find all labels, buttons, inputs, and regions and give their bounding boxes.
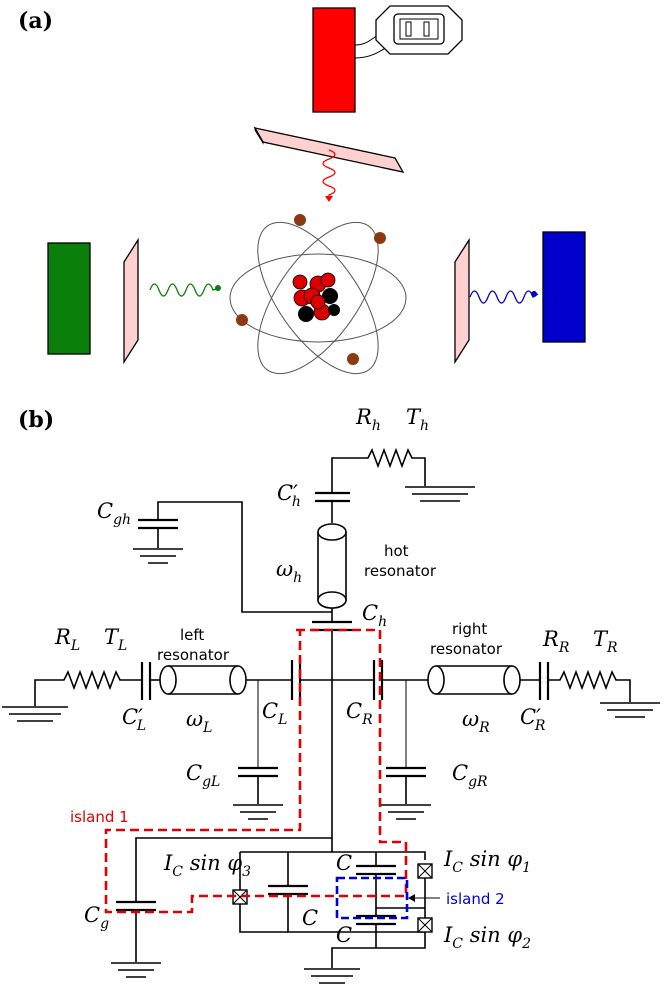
hot-resonator-cylinder — [317, 523, 347, 609]
right-resonator-cylinder — [427, 665, 521, 695]
R-L-label: RL — [54, 625, 80, 654]
right-resonator-label-2: resonator — [430, 640, 503, 658]
I-C-sin-phi2-label: IC sin φ2 — [443, 923, 531, 952]
C-g-label: Cg — [84, 903, 109, 932]
right-bath-block — [542, 231, 586, 343]
C-gL-ground — [233, 804, 283, 820]
hot-bath-block — [312, 7, 356, 113]
C-gh-wire — [157, 501, 332, 613]
panel-a-label: (a) — [18, 8, 53, 34]
panel-b-label: (b) — [18, 407, 54, 433]
R-h-label: Rh — [355, 405, 381, 434]
left-bath-block — [47, 242, 91, 355]
power-outlet-icon — [354, 5, 463, 59]
C-g-ground — [111, 962, 161, 978]
omega-h-label: ωh — [276, 557, 302, 586]
C-h-prime-label: C′h — [277, 481, 301, 510]
right-filter-plate — [454, 237, 470, 365]
T-h-label: Th — [406, 405, 429, 434]
right-resonator-label-1: right — [452, 620, 487, 638]
C-gh-label: Cgh — [97, 499, 131, 528]
left-resonator-cylinder — [159, 665, 247, 695]
circuit-ground — [304, 968, 360, 984]
left-resonator-label-1: left — [180, 626, 204, 644]
hot-resonator-label-1: hot — [384, 542, 409, 560]
I-C-sin-phi3-label: IC sin φ3 — [163, 851, 251, 880]
C-mid-label: C — [302, 906, 318, 930]
island-1-label: island 1 — [70, 808, 129, 826]
C-R-prime-label: C′R — [520, 705, 546, 734]
C-gR-ground — [381, 804, 431, 820]
I-C-sin-phi1-label: IC sin φ1 — [443, 847, 531, 876]
right-photon-wave — [469, 290, 539, 304]
C-g-wire — [135, 837, 332, 902]
left-ground — [2, 706, 68, 722]
C-bot-label: C — [336, 923, 352, 947]
C-L-prime-label: C′L — [122, 705, 146, 734]
left-resonator-label-2: resonator — [157, 646, 230, 664]
T-R-label: TR — [593, 627, 618, 656]
hot-resistor — [331, 447, 426, 493]
island-1-outline — [104, 628, 408, 914]
omega-R-label: ωR — [462, 707, 490, 736]
C-h-label: Ch — [362, 601, 387, 630]
C-gL-label: CgL — [186, 761, 220, 790]
C-gh-ground — [133, 548, 183, 564]
right-ground — [600, 702, 660, 718]
left-photon-wave — [149, 283, 220, 297]
left-filter-plate — [123, 237, 139, 365]
atom-icon — [229, 214, 407, 375]
hot-resonator-label-2: resonator — [364, 562, 437, 580]
omega-L-label: ωL — [186, 707, 212, 736]
T-L-label: TL — [104, 625, 127, 654]
right-resistor — [548, 669, 631, 702]
island-2-outline — [335, 876, 409, 920]
island-2-label: island 2 — [446, 890, 505, 908]
C-top-label: C — [336, 851, 352, 875]
C-gR-label: CgR — [452, 761, 488, 790]
R-R-label: RR — [542, 627, 570, 656]
C-L-label: CL — [262, 699, 287, 728]
hot-ground — [405, 486, 475, 502]
hot-photon-wave — [322, 149, 336, 199]
left-resistor — [34, 669, 142, 706]
C-R-label: CR — [346, 699, 373, 728]
